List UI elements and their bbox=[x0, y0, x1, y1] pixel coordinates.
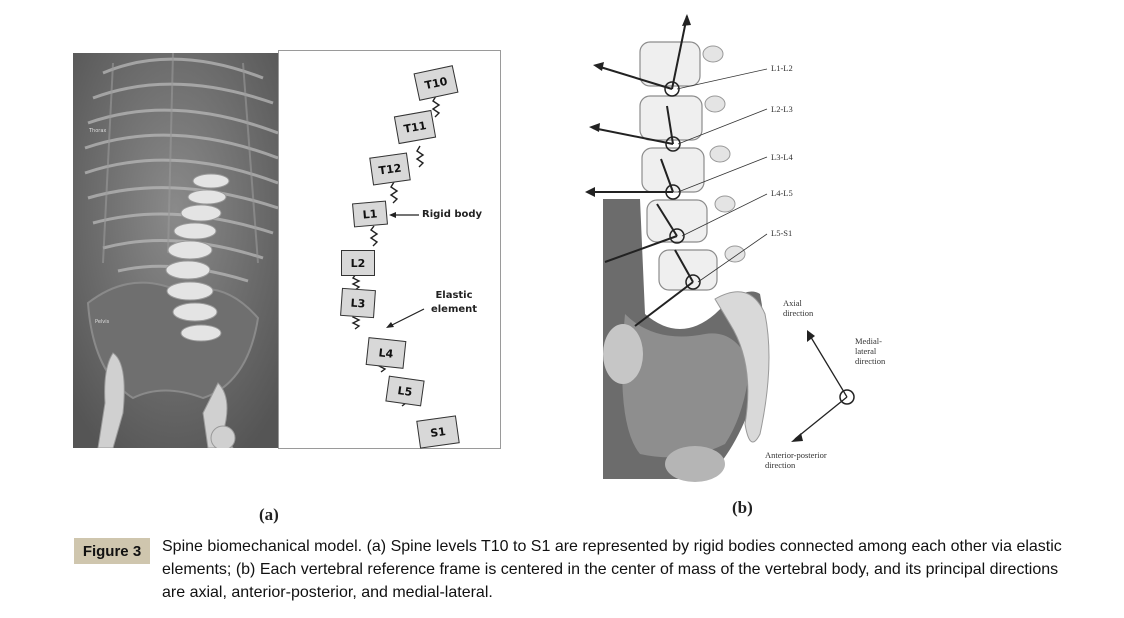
pelvis-tag: Pelvis bbox=[95, 319, 110, 325]
vertebra-l1: L1 bbox=[352, 200, 388, 228]
level-l3-l4: L3-L4 bbox=[771, 152, 793, 162]
figure-badge: Figure 3 bbox=[74, 538, 150, 564]
medial-line2: lateral bbox=[855, 346, 877, 356]
vertebra-l4: L4 bbox=[365, 337, 407, 369]
ap-line2: direction bbox=[765, 460, 796, 470]
thorax-tag: Thorax bbox=[89, 128, 107, 134]
elastic-label-line2: element bbox=[430, 304, 478, 315]
panel-a-label: (a) bbox=[259, 505, 279, 524]
vertebra-l3: L3 bbox=[340, 287, 376, 319]
anterior-posterior-label: Anterior-posterior direction bbox=[765, 450, 827, 470]
anatomy-render-graphic bbox=[73, 53, 278, 448]
elastic-label: Elastic element bbox=[429, 289, 479, 317]
vertebra-l2: L2 bbox=[341, 250, 375, 276]
figure-caption: Spine biomechanical model. (a) Spine lev… bbox=[162, 538, 1062, 601]
elastic-label-line1: Elastic bbox=[435, 290, 473, 301]
level-l5-s1: L5-S1 bbox=[771, 228, 793, 238]
axial-line2: direction bbox=[783, 308, 814, 318]
axial-direction-label: Axial direction bbox=[783, 298, 813, 318]
anatomy-render: Thorax Pelvis bbox=[73, 53, 278, 448]
level-l4-l5: L4-L5 bbox=[771, 188, 793, 198]
reference-frames-graphic bbox=[585, 14, 855, 482]
ap-line1: Anterior-posterior bbox=[765, 450, 827, 460]
rigid-body-diagram: T10 T11 T12 L1 L2 L3 L4 L5 S1 Rigid body… bbox=[278, 50, 501, 449]
level-l2-l3: L2-L3 bbox=[771, 104, 793, 114]
reference-frames-figure: L1-L2 L2-L3 L3-L4 L4-L5 L5-S1 Axial dire… bbox=[585, 14, 915, 484]
vertebra-s1: S1 bbox=[416, 415, 460, 449]
vertebra-l5: L5 bbox=[385, 375, 425, 407]
level-l1-l2: L1-L2 bbox=[771, 63, 793, 73]
medial-line3: direction bbox=[855, 356, 886, 366]
medial-line1: Medial- bbox=[855, 336, 882, 346]
medial-lateral-label: Medial- lateral direction bbox=[855, 336, 885, 366]
panel-b-label: (b) bbox=[732, 498, 753, 517]
vertebra-t12: T12 bbox=[369, 152, 411, 186]
rigid-body-label: Rigid body bbox=[422, 209, 483, 220]
axial-line1: Axial bbox=[783, 298, 802, 308]
